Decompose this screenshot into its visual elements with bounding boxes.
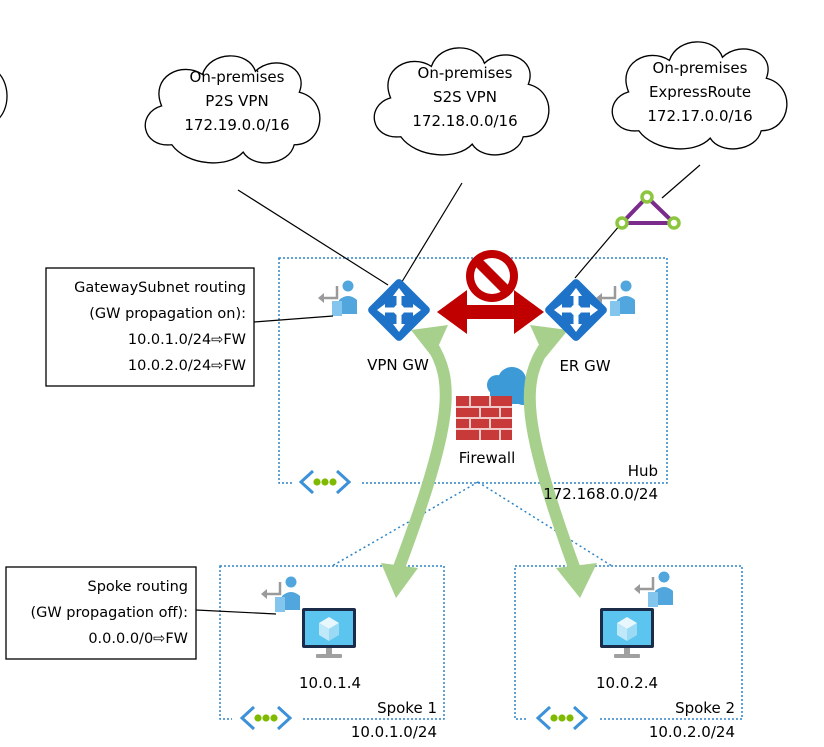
hub-vnet-box	[278, 257, 668, 484]
cloud-s2s: On-premises S2S VPN 172.18.0.0/16	[373, 47, 550, 156]
blocked-transit-arrow	[437, 290, 544, 334]
gw-routing-line4: 10.0.2.0/24⇨FW	[128, 358, 246, 374]
vpn-gw-label: VPN GW	[367, 356, 429, 374]
spoke1-vnet-box	[219, 565, 445, 720]
cloud-s2s-line2: S2S VPN	[433, 88, 497, 106]
spoke2-vm-ip: 10.0.2.4	[596, 674, 658, 692]
spoke1-vm-ip: 10.0.1.4	[299, 674, 361, 692]
firewall-label: Firewall	[459, 449, 516, 467]
er-gw-label: ER GW	[559, 357, 610, 375]
cloud-s2s-line3: 172.18.0.0/16	[412, 112, 517, 130]
cloud-er-line3: 172.17.0.0/16	[647, 107, 752, 125]
spoke-routing-line3: 0.0.0.0/0⇨FW	[88, 631, 188, 647]
cloud-er-line2: ExpressRoute	[649, 83, 751, 101]
cloud-p2s: On-premises P2S VPN 172.19.0.0/16	[144, 55, 321, 164]
route-table-icon	[259, 575, 302, 614]
virtual-machine-icon	[302, 608, 356, 658]
partial-cloud	[0, 73, 8, 119]
cloud-er: On-premises ExpressRoute 172.17.0.0/16	[611, 41, 788, 150]
spoke-routing-callout: Spoke routing (GW propagation off): 0.0.…	[5, 566, 197, 660]
hub-name: Hub	[628, 462, 658, 480]
spoke1-name: Spoke 1	[377, 699, 437, 717]
cloud-p2s-line1: On-premises	[190, 68, 285, 86]
route-table-icon	[632, 570, 675, 609]
cloud-s2s-line1: On-premises	[418, 64, 513, 82]
cloud-p2s-line3: 172.19.0.0/16	[184, 116, 289, 134]
spoke-routing-line1: Spoke routing	[87, 579, 188, 595]
gw-routing-line1: GatewaySubnet routing	[74, 280, 246, 296]
spoke-routing-line2: (GW propagation off):	[30, 605, 188, 621]
gateway-routing-callout: GatewaySubnet routing (GW propagation on…	[45, 267, 255, 387]
gw-routing-line2: (GW propagation on):	[89, 306, 246, 322]
spoke2-cidr: 10.0.2.0/24	[649, 723, 735, 741]
spoke1-cidr: 10.0.1.0/24	[351, 723, 437, 741]
virtual-machine-icon	[600, 608, 654, 658]
gw-routing-line3: 10.0.1.0/24⇨FW	[128, 332, 246, 348]
cloud-p2s-line2: P2S VPN	[205, 92, 268, 110]
spoke2-vnet-box	[514, 565, 743, 720]
traffic-flow-arrows	[381, 325, 597, 598]
no-entry-icon	[466, 250, 518, 302]
spoke2-name: Spoke 2	[675, 699, 735, 717]
cloud-er-line1: On-premises	[653, 59, 748, 77]
hub-cidr: 172.168.0.0/24	[543, 485, 658, 503]
cloud-connector-lines	[237, 164, 701, 286]
vnet-peering-lines	[331, 481, 613, 567]
firewall-icon	[456, 367, 532, 440]
expressroute-circuit-icon	[615, 190, 681, 230]
route-table-icon	[316, 279, 359, 318]
